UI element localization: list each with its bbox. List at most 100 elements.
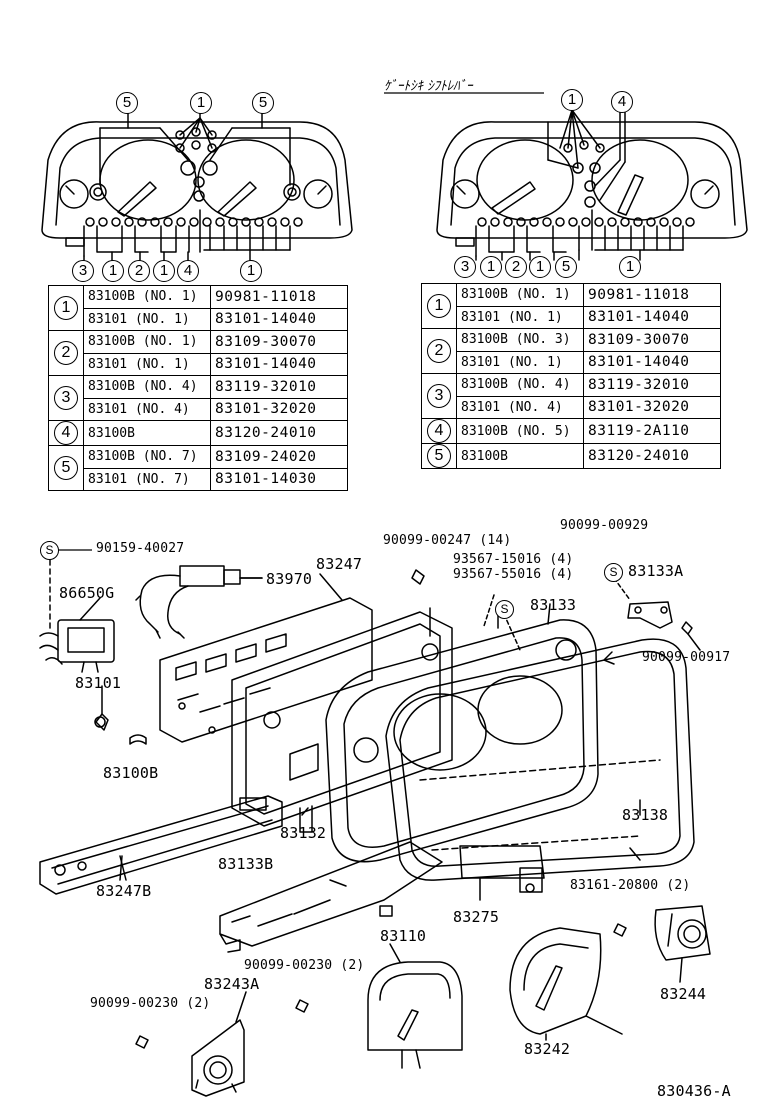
row-index: 1 <box>48 285 84 331</box>
label-83138: 83138 <box>622 806 669 824</box>
small-screws <box>135 923 627 1049</box>
part-number-cell: 83120-24010 <box>583 443 721 469</box>
right-cluster-front-view <box>436 107 748 261</box>
s-symbol-icon: S <box>40 541 59 560</box>
label-83100b: 83100B <box>103 764 159 782</box>
part-name-cell: 83100B (NO. 3) <box>456 328 584 352</box>
row-index: 3 <box>48 375 84 421</box>
part-name-cell: 83100B (NO. 1) <box>83 330 211 354</box>
table-row: 4 83100B (NO. 5) 83119-2A110 <box>421 418 721 444</box>
label-83133b: 83133B <box>218 855 274 873</box>
row-index: 5 <box>421 443 457 469</box>
table-row: 83101 (NO. 1) 83101-14040 <box>422 305 721 329</box>
table-row: 3 83100B (NO. 4) 83119-32010 <box>48 375 348 421</box>
table-row: 83101 (NO. 1) 83101-14040 <box>422 350 721 374</box>
table-row: 5 83100B 83120-24010 <box>421 443 721 469</box>
row-index: 5 <box>48 445 84 491</box>
bracket-83133a <box>613 577 701 651</box>
callout-right-top-4: 4 <box>611 91 633 113</box>
callout-left-bottom-1b: 1 <box>153 260 175 282</box>
row-index: 4 <box>421 418 457 444</box>
label-83133a: 83133A <box>628 562 684 580</box>
part-number-cell: 83101-14040 <box>210 352 348 376</box>
gauge-83244 <box>654 905 711 961</box>
callout-left-top-1: 1 <box>190 92 212 114</box>
callout-right-top-1: 1 <box>561 89 583 111</box>
part-name-cell: 83101 (NO. 1) <box>456 350 584 374</box>
callout-right-bottom-2: 2 <box>505 256 527 278</box>
part-name-cell: 83101 (NO. 1) <box>83 352 211 376</box>
part-name-cell: 83100B (NO. 5) <box>456 418 584 444</box>
left-cluster-front-view <box>41 107 353 261</box>
label-83247: 83247 <box>316 555 363 573</box>
callout-right-bottom-1c: 1 <box>619 256 641 278</box>
title-underline <box>384 92 544 94</box>
leader-lines <box>119 573 683 1041</box>
label-90099-00929: 90099-00929 <box>560 518 649 533</box>
label-83243a: 83243A <box>204 975 260 993</box>
table-row: 4 83100B 83120-24010 <box>48 420 348 446</box>
label-90099-00230-lower: 90099-00230 (2) <box>90 996 211 1011</box>
part-name-cell: 83101 (NO. 7) <box>83 467 211 491</box>
part-name-cell: 83100B (NO. 7) <box>83 445 211 469</box>
speedometer-83110 <box>367 961 463 1069</box>
row-index: 3 <box>421 373 457 419</box>
label-83132: 83132 <box>280 824 327 842</box>
part-number-cell: 90981-11018 <box>583 283 721 307</box>
callout-right-bottom-5: 5 <box>555 256 577 278</box>
table-row: 1 83100B (NO. 1) 90981-11018 <box>421 283 721 329</box>
part-number-cell: 83109-30070 <box>210 330 348 354</box>
label-83244: 83244 <box>660 985 707 1003</box>
label-90099-00230-upper: 90099-00230 (2) <box>244 958 365 973</box>
part-name-cell: 83101 (NO. 1) <box>456 305 584 329</box>
diagram-code: 830436-A <box>657 1082 731 1100</box>
part-number-cell: 83101-14040 <box>583 305 721 329</box>
s-symbol-icon: S <box>604 563 623 582</box>
part-name-cell: 83101 (NO. 4) <box>83 397 211 421</box>
part-name-cell: 83100B <box>456 443 584 469</box>
table-row: 2 83100B (NO. 3) 83109-30070 <box>421 328 721 374</box>
part-name-cell: 83100B <box>83 420 211 446</box>
reflector-83247b <box>39 795 283 895</box>
table-row: 2 83100B (NO. 1) 83109-30070 <box>48 330 348 376</box>
part-number-cell: 83101-14040 <box>210 307 348 331</box>
table-row: 1 83100B (NO. 1) 90981-11018 <box>48 285 348 331</box>
label-86650g: 86650G <box>59 584 115 602</box>
label-83275: 83275 <box>453 908 500 926</box>
callout-right-bottom-3: 3 <box>454 256 476 278</box>
part-name-cell: 83100B (NO. 4) <box>456 373 584 397</box>
callout-left-bottom-3: 3 <box>72 260 94 282</box>
glass-cover-83138 <box>385 638 695 881</box>
socket-harness-86650g <box>39 559 147 745</box>
right-bulb-table: 1 83100B (NO. 1) 90981-11018 83101 (NO. … <box>421 283 721 469</box>
callout-right-bottom-1b: 1 <box>529 256 551 278</box>
part-number-cell: 83119-32010 <box>210 375 348 399</box>
callout-right-bottom-1a: 1 <box>480 256 502 278</box>
label-90159-40027: 90159-40027 <box>96 541 185 556</box>
socket-83275 <box>459 845 545 901</box>
cluster-variant-title: ｹﾞｰﾄｼｷ ｼﾌﾄﾚﾊﾞｰ <box>384 79 473 94</box>
part-number-cell: 83101-32020 <box>583 395 721 419</box>
part-number-cell: 90981-11018 <box>210 285 348 309</box>
row-index: 1 <box>421 283 457 329</box>
part-name-cell: 83101 (NO. 4) <box>456 395 584 419</box>
table-row: 5 83100B (NO. 7) 83109-24020 <box>48 445 348 491</box>
part-number-cell: 83101-32020 <box>210 397 348 421</box>
label-83247b: 83247B <box>96 882 152 900</box>
table-row: 83101 (NO. 7) 83101-14030 <box>49 467 348 491</box>
part-name-cell: 83101 (NO. 1) <box>83 307 211 331</box>
left-bulb-table: 1 83100B (NO. 1) 90981-11018 83101 (NO. … <box>48 285 348 491</box>
table-row: 83101 (NO. 1) 83101-14040 <box>49 352 348 376</box>
printed-circuit-83970 <box>135 565 263 639</box>
label-83242: 83242 <box>524 1040 571 1058</box>
label-93567-55016: 93567-55016 (4) <box>453 567 574 582</box>
leader-line <box>58 549 92 551</box>
circuit-plate-83247 <box>159 597 373 743</box>
table-row: 83101 (NO. 1) 83101-14040 <box>49 307 348 331</box>
part-number-cell: 83120-24010 <box>210 420 348 446</box>
part-number-cell: 83101-14040 <box>583 350 721 374</box>
table-row: 83101 (NO. 4) 83101-32020 <box>422 395 721 419</box>
plate-83133b <box>219 841 443 953</box>
part-name-cell: 83100B (NO. 4) <box>83 375 211 399</box>
